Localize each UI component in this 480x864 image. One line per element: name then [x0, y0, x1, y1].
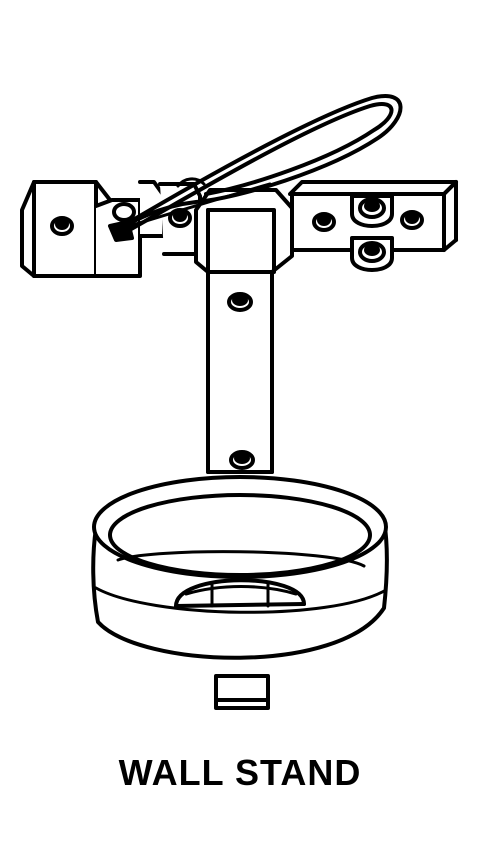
holder-cup [91, 475, 389, 660]
bottom-pin [214, 674, 270, 710]
vertical-post [206, 228, 274, 474]
wall-stand-illustration [20, 94, 458, 710]
wall-bracket [20, 180, 458, 278]
caption-label: WALL STAND [118, 752, 362, 793]
wire-strap [108, 94, 403, 242]
